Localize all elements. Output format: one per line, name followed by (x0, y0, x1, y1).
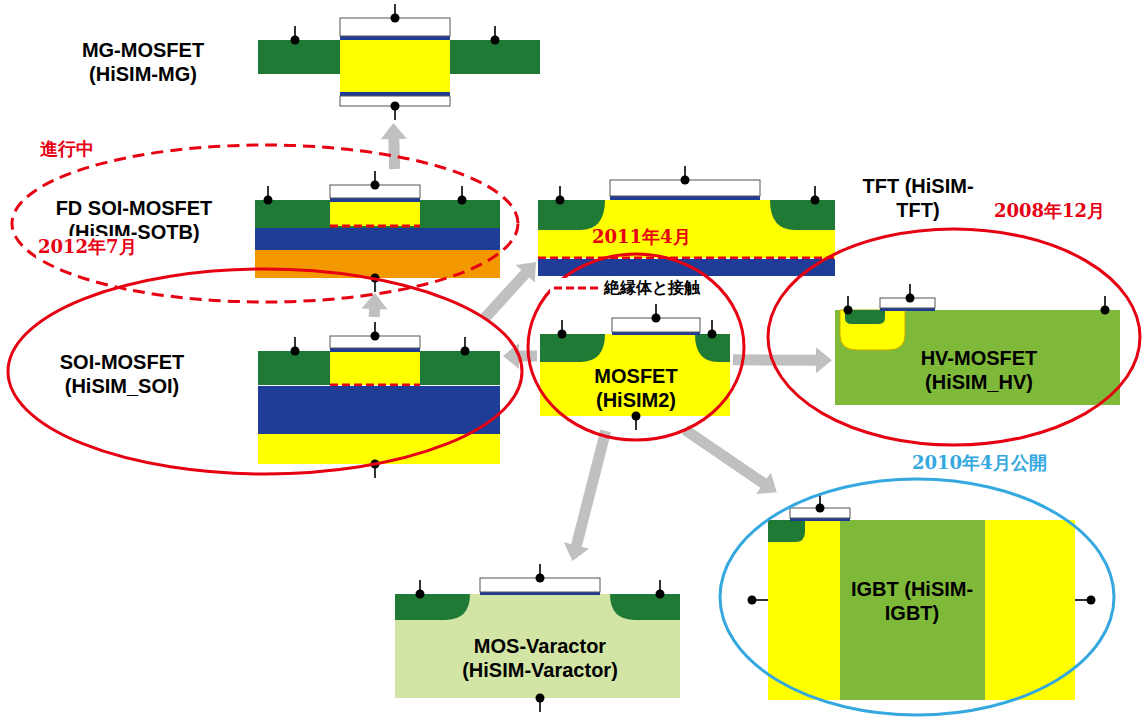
arrow-shaft (685, 430, 765, 485)
arrow-shaft (576, 431, 606, 548)
ellipse-line (528, 254, 744, 440)
arrow-head (756, 473, 777, 494)
device-node: MOS-Varactor (HiSIM-Varactor) (395, 564, 680, 712)
device-node: TFT (HiSIM-TFT) (538, 168, 835, 276)
legend-text: 絶縁体と接触 (602, 278, 702, 298)
release-date: 2010年4月公開 (910, 452, 1049, 474)
hv-mosfet-figure (835, 284, 1120, 405)
igbt-figure (748, 494, 1096, 700)
release-date: 2008年12月 (992, 200, 1107, 222)
legend-sample (550, 278, 600, 298)
block-arrow (381, 123, 407, 169)
release-ellipse: 進行中FD SOI-MOSFET (HiSIM-SOTB) (12, 145, 518, 302)
mg-mosfet-figure (258, 4, 540, 120)
tft-figure (538, 166, 835, 276)
mosfet-figure (540, 304, 730, 430)
release-ellipse: 2012年7月SOI-MOSFET (HiSIM_SOI) (8, 269, 522, 474)
device-node: HV-MOSFET (HiSIM_HV) (835, 284, 1120, 405)
block-arrow (685, 430, 777, 494)
ellipse-line (12, 145, 518, 302)
arrow-shaft (388, 137, 400, 169)
arrow-head (381, 123, 407, 139)
arrow-head (816, 347, 832, 373)
device-label: MG-MOSFET (HiSIM-MG) (48, 38, 238, 86)
block-arrow (564, 431, 606, 561)
ellipse-line (8, 269, 522, 474)
device-node: SOI-MOSFET (HiSIM_SOI) (258, 320, 500, 476)
device-label: MOSFET (HiSIM2) (575, 364, 697, 412)
release-date: 2012年7月 (36, 236, 139, 258)
device-label: IGBT (HiSIM-IGBT) (837, 577, 987, 625)
device-label: MOS-Varactor (HiSIM-Varactor) (437, 634, 643, 682)
soi-figure (258, 322, 500, 478)
device-label: TFT (HiSIM-TFT) (848, 174, 988, 222)
release-ellipse: 2008年12月HV-MOSFET (HiSIM_HV) (768, 229, 1140, 445)
device-label: HV-MOSFET (HiSIM_HV) (893, 346, 1065, 394)
device-node: IGBT (HiSIM-IGBT) (752, 494, 1092, 700)
arrow-head (564, 542, 589, 561)
release-ellipse: 2010年4月公開IGBT (HiSIM-IGBT) (720, 479, 1114, 715)
release-date: 2011年4月 (590, 226, 693, 248)
ellipse-line (720, 479, 1114, 715)
arrow-shaft (485, 272, 526, 317)
varactor-figure (395, 564, 680, 712)
ellipse-outline (768, 229, 1140, 445)
ellipse-line (768, 229, 1140, 445)
device-node: MOSFET (HiSIM2) (540, 304, 730, 428)
device-label: SOI-MOSFET (HiSIM_SOI) (22, 350, 222, 398)
block-arrow (485, 262, 536, 318)
legend-line (554, 287, 598, 290)
block-arrow (733, 347, 832, 373)
arrow-head (503, 343, 519, 369)
device-node: FD SOI-MOSFET (HiSIM-SOTB) (255, 172, 500, 290)
arrow-head (516, 262, 536, 283)
device-node: MG-MOSFET (HiSIM-MG) (258, 4, 540, 120)
release-date: 進行中 (38, 138, 96, 160)
